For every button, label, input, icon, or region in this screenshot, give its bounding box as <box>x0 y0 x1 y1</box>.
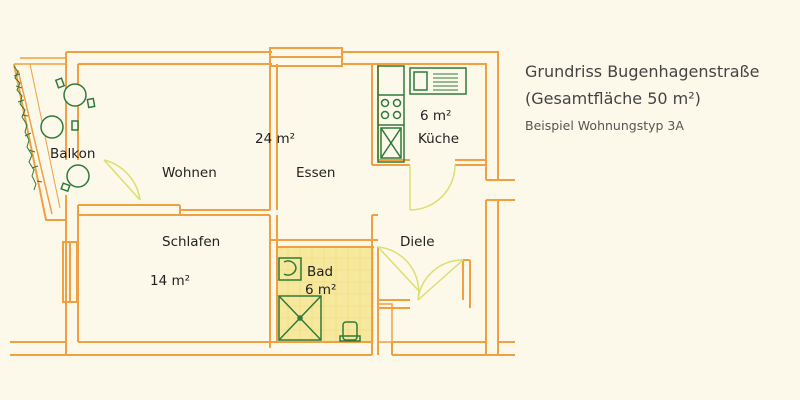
room-label-wohnen: Wohnen <box>162 165 217 181</box>
room-label-essen: Essen <box>296 165 335 181</box>
room-label-kueche: Küche <box>418 131 459 147</box>
title-block: Grundriss Bugenhagenstraße (Gesamtfläche… <box>525 58 759 133</box>
room-label-balkon: Balkon <box>50 146 95 162</box>
room-label-diele: Diele <box>400 234 435 250</box>
plan-subtitle: Beispiel Wohnungstyp 3A <box>525 118 684 133</box>
balcony <box>13 57 96 221</box>
kitchen-fixtures <box>377 65 467 163</box>
room-area-bad: 6 m² <box>305 282 336 298</box>
plan-total-area: (Gesamtfläche 50 m²) <box>525 89 701 108</box>
doors <box>103 159 464 301</box>
room-area-schlafen: 14 m² <box>150 273 190 289</box>
walls <box>10 47 515 356</box>
room-area-essen: 24 m² <box>255 131 295 147</box>
bathroom-fixtures <box>278 257 361 342</box>
room-area-kueche: 6 m² <box>420 108 451 124</box>
room-labels: Balkon Wohnen 24 m² Essen 6 m² Küche Sch… <box>50 108 459 298</box>
room-label-schlafen: Schlafen <box>162 234 220 250</box>
plan-title: Grundriss Bugenhagenstraße <box>525 62 760 81</box>
room-label-bad: Bad <box>307 264 333 280</box>
